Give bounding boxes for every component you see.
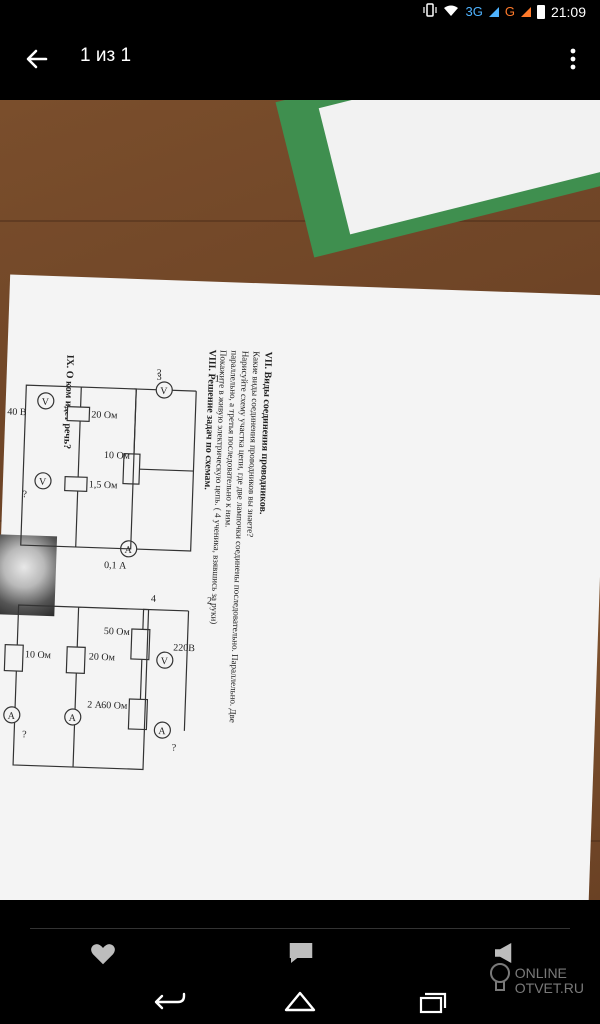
circuit1-voltage: ? bbox=[157, 368, 162, 379]
nav-home-icon[interactable] bbox=[280, 988, 320, 1016]
page-title: 1 из 1 bbox=[80, 45, 132, 66]
circuit3-voltmeter2: V bbox=[39, 477, 47, 488]
circuit4-ammeter2: A bbox=[8, 711, 16, 722]
circuit2-voltage: 220В bbox=[173, 642, 195, 654]
lightbulb-icon bbox=[489, 962, 511, 1000]
circuit2-r1: 50 Ом bbox=[104, 626, 131, 638]
signal-icon bbox=[488, 4, 499, 20]
circuit3-voltmeter1: V bbox=[42, 397, 50, 408]
circuit4-number: 4 bbox=[151, 594, 156, 605]
circuit1-resistor: 10 Ом bbox=[104, 450, 131, 462]
circuit4-i1: 2 А bbox=[87, 699, 103, 711]
circuit-diagrams: 1 V ? A 0,1 А 10 Ом 2 220В V A ? 50 Ом 6… bbox=[3, 368, 220, 771]
more-vert-icon[interactable] bbox=[560, 44, 586, 74]
app-bar: 1 из 1 bbox=[0, 24, 600, 94]
nav-back-icon[interactable] bbox=[150, 988, 190, 1016]
comment-icon[interactable] bbox=[286, 938, 316, 968]
circuit1-current: 0,1 А bbox=[104, 560, 127, 572]
circuit1-voltmeter: V bbox=[160, 386, 168, 397]
wifi-icon bbox=[443, 4, 459, 20]
wood-grain bbox=[0, 220, 600, 222]
circuit1-number: 1 bbox=[214, 374, 219, 385]
circuit3-r2: 1,5 Ом bbox=[89, 479, 119, 491]
circuit2-current: ? bbox=[172, 742, 177, 753]
heart-icon[interactable] bbox=[88, 938, 118, 968]
network-g-label: G bbox=[504, 4, 515, 19]
battery-icon bbox=[536, 4, 545, 19]
clock: 21:09 bbox=[550, 3, 586, 20]
divider bbox=[30, 928, 570, 929]
arrow-back-icon[interactable] bbox=[22, 44, 52, 74]
circuit2-voltmeter: V bbox=[161, 656, 169, 667]
status-bar: 3G G 21:09 bbox=[0, 0, 600, 24]
watermark-line2: OTVET.RU bbox=[514, 980, 584, 996]
circuit2-r2: 60 Ом bbox=[101, 700, 128, 712]
circuit2-number: 2 bbox=[207, 596, 212, 607]
circuit4-i2: ? bbox=[22, 729, 27, 740]
circuit3-v1: 40 В bbox=[7, 407, 27, 419]
nav-recents-icon[interactable] bbox=[410, 988, 450, 1016]
watermark: ONLINE OTVET.RU bbox=[489, 962, 584, 1000]
circuit4-r1: 20 Ом bbox=[89, 652, 116, 664]
circuit3-v2: ? bbox=[22, 489, 27, 500]
bottom-bar: ONLINE OTVET.RU bbox=[0, 900, 600, 1024]
circuit2-ammeter: A bbox=[158, 726, 166, 737]
worksheet-page: VII. Виды соединения проводников. Какие … bbox=[0, 274, 600, 900]
vibrate-icon bbox=[423, 3, 438, 20]
megaphone-icon[interactable] bbox=[490, 938, 520, 968]
watermark-line1: ONLINE bbox=[514, 965, 567, 981]
circuit4-ammeter1: A bbox=[69, 713, 77, 724]
photo-viewer[interactable]: VII. Виды соединения проводников. Какие … bbox=[0, 100, 600, 900]
circuit3-r1: 20 Ом bbox=[91, 409, 118, 421]
signal-icon-2 bbox=[520, 4, 531, 20]
circuit1-ammeter: A bbox=[124, 545, 132, 556]
circuit3-number: 3 bbox=[156, 372, 161, 383]
network-3g-label: 3G bbox=[465, 4, 483, 19]
status-icons: 3G G 21:09 bbox=[423, 3, 586, 20]
circuit4-r2: 10 Ом bbox=[25, 649, 52, 661]
